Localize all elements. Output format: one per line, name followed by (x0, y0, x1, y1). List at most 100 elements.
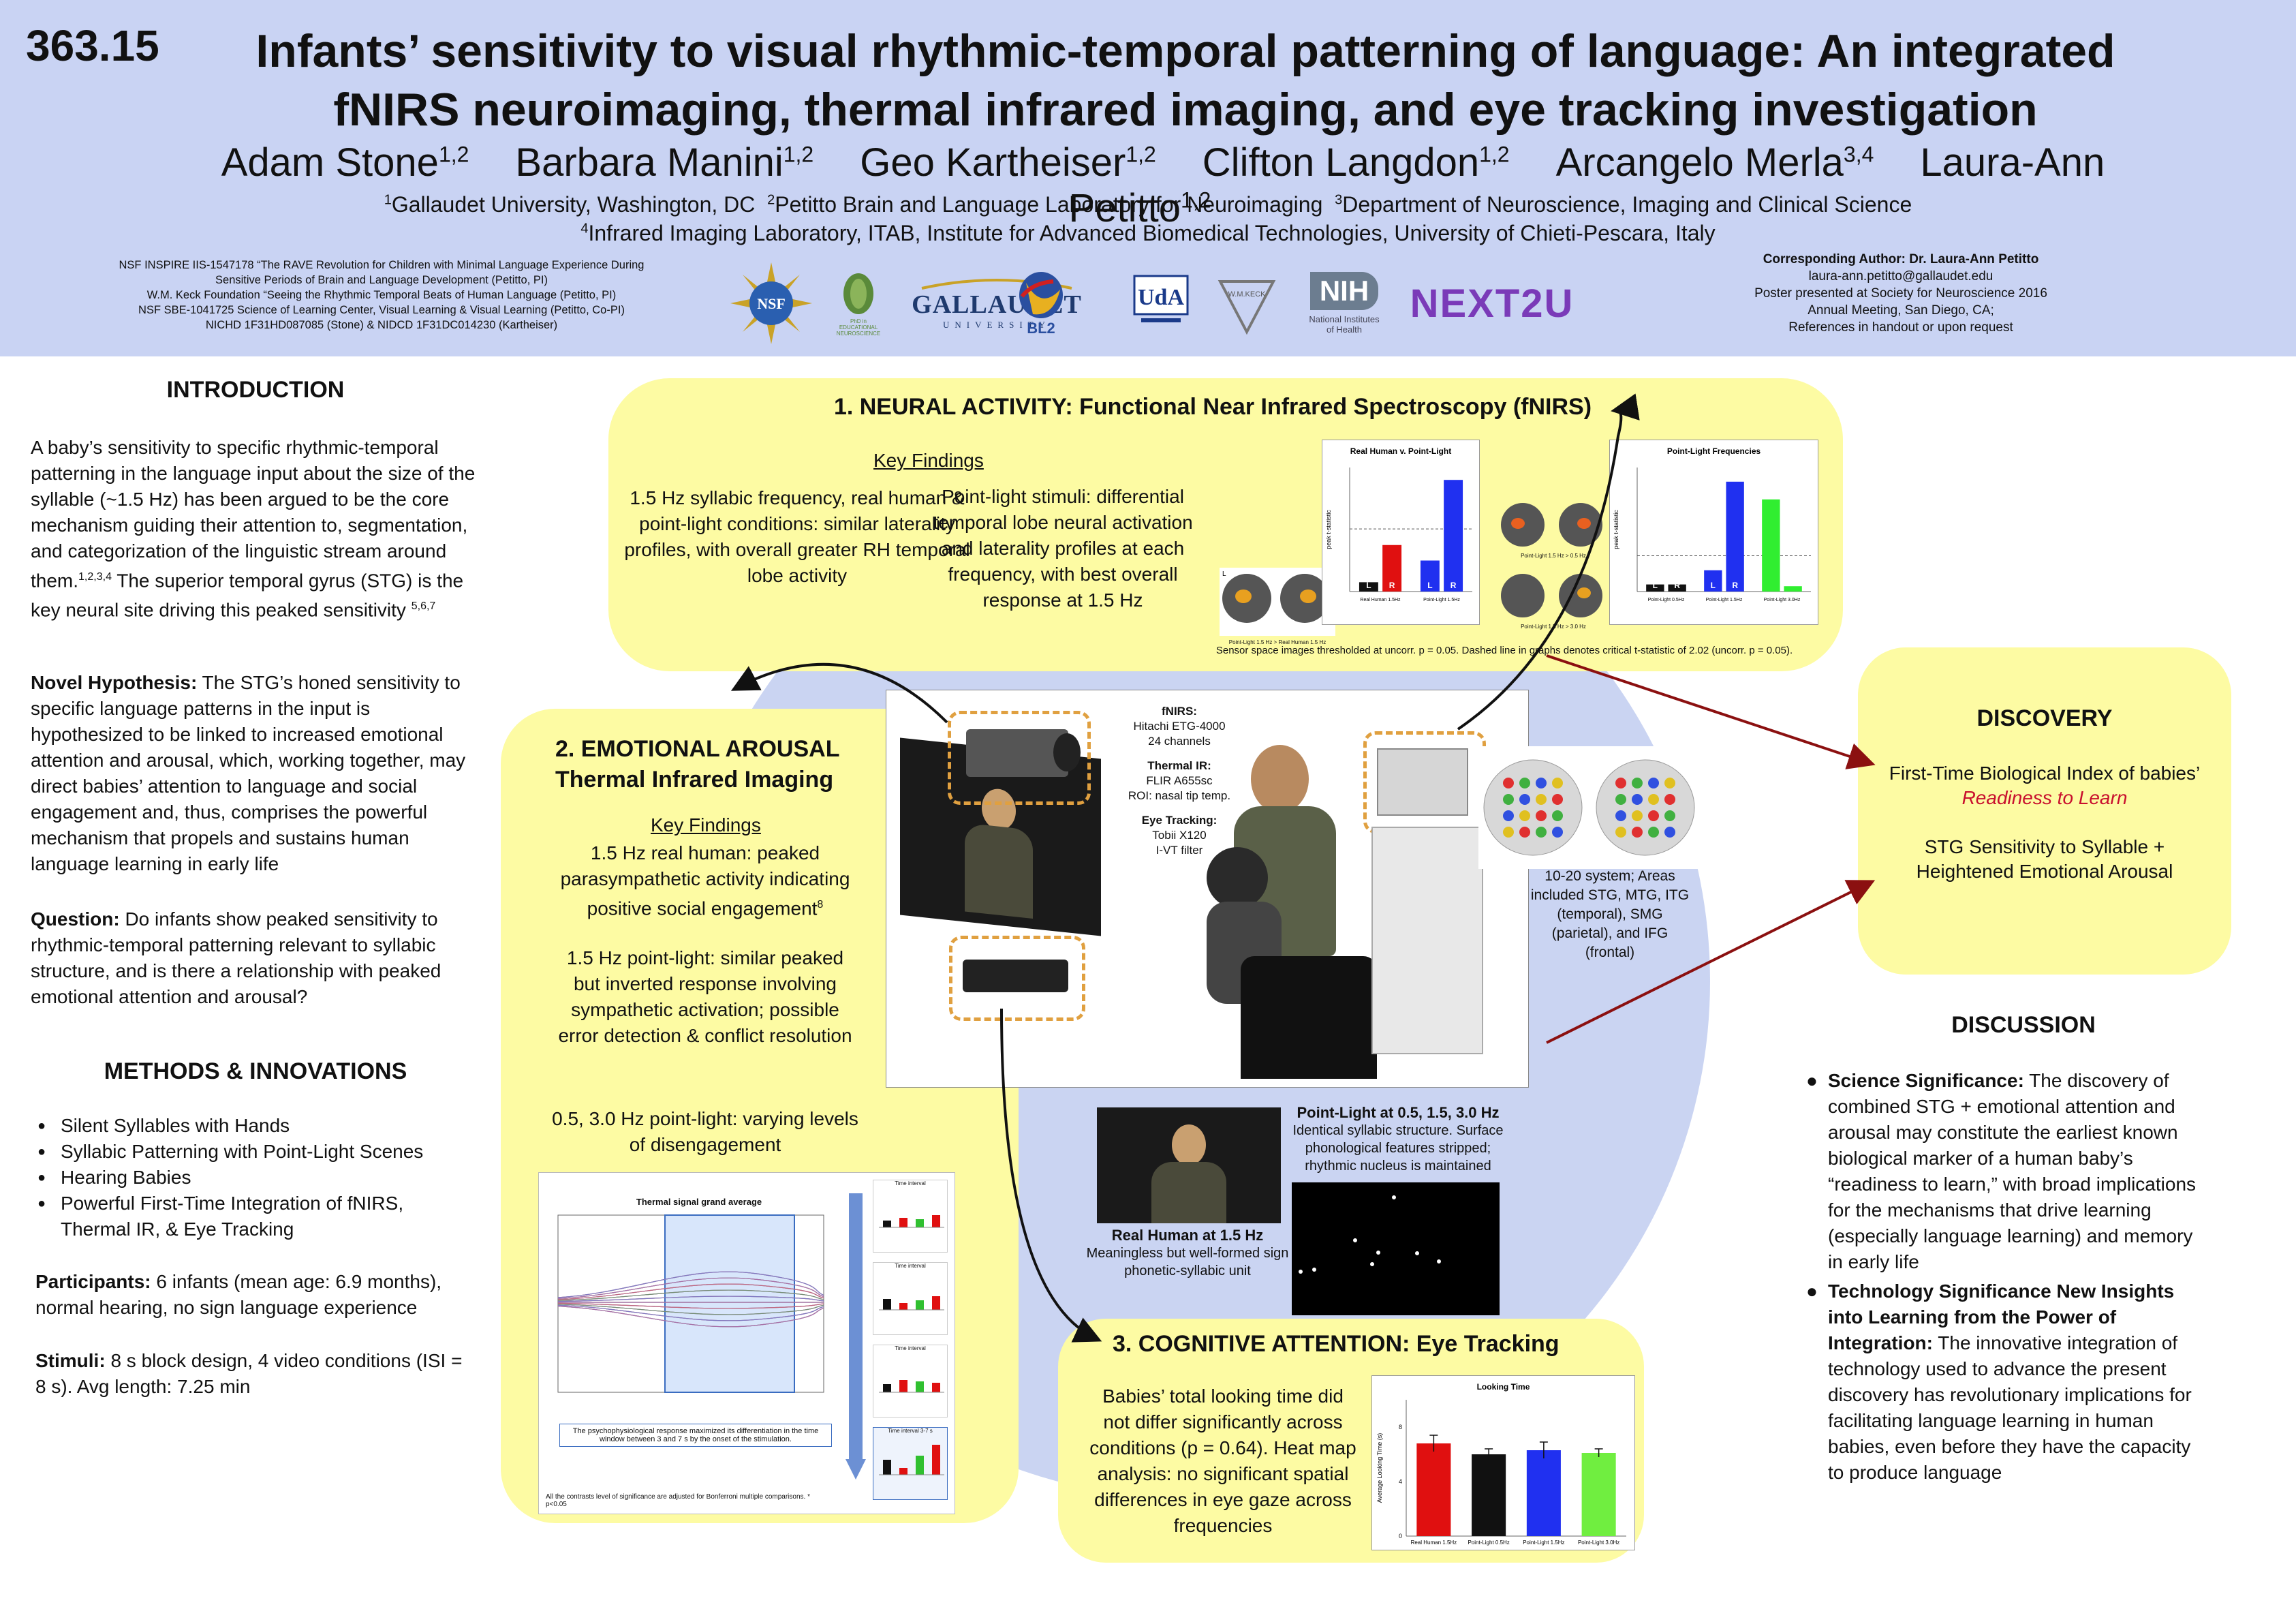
funding-line: NSF SBE-1041725 Science of Learning Cent… (138, 304, 625, 316)
thermal-camera-highlight (948, 711, 1091, 805)
fnirs-device-highlight (1363, 731, 1486, 833)
thermal-trace (557, 1304, 824, 1315)
discussion-bullet-2: ● Technology Significance New Insights i… (1806, 1278, 2209, 1486)
bar (1416, 1443, 1451, 1536)
bar (1420, 560, 1440, 592)
thermal-signal-figure: Thermal signal grand average The psychop… (538, 1172, 955, 1514)
bar-label: L (1366, 581, 1371, 590)
x-tick-label: Point-Light 1.5Hz (1423, 598, 1460, 602)
svg-text:W.M.KECK: W.M.KECK (1228, 290, 1266, 298)
chart-title: Looking Time (1477, 1382, 1530, 1392)
time-interval-inset: Time interval (873, 1262, 948, 1335)
bar-label: L (1711, 581, 1716, 590)
x-tick-label: Point-Light 3.0Hz (1764, 598, 1801, 602)
thermal-trace (557, 1271, 824, 1298)
channel-marker (1552, 827, 1563, 838)
bar (1726, 481, 1744, 592)
inset-bar (883, 1299, 891, 1310)
discussion-heading: DISCUSSION (1951, 1012, 2096, 1038)
brain-icon (1596, 759, 1695, 856)
channel-marker (1503, 778, 1514, 788)
svg-text:BL2: BL2 (1027, 320, 1055, 337)
brain-channel-map (1478, 746, 1703, 869)
channel-marker (1519, 778, 1530, 788)
neural-finding-2: Point-light stimuli: differential tempor… (933, 486, 1193, 611)
channel-marker (1632, 794, 1643, 805)
x-tick-label: Point-Light 0.5Hz (1468, 1539, 1509, 1546)
channel-marker (1536, 794, 1547, 805)
time-interval-inset: Time interval (873, 1345, 948, 1418)
inset-bar (932, 1445, 940, 1475)
x-tick-label: Point-Light 1.5Hz (1523, 1539, 1564, 1546)
channel-marker (1615, 810, 1626, 821)
intro-paragraph-1: A baby’s sensitivity to specific rhythmi… (31, 437, 476, 621)
uda-logo: UdA (1130, 262, 1192, 344)
contact-line: Poster presented at Society for Neurosci… (1754, 286, 2047, 301)
bullet-icon: ● (37, 1118, 46, 1133)
channel-marker (1552, 810, 1563, 821)
bullet-icon: ● (1806, 1070, 1818, 1091)
channel-marker (1664, 810, 1675, 821)
bar (1784, 586, 1802, 592)
bar-label: R (1450, 581, 1457, 590)
bar (1444, 480, 1463, 592)
channel-marker (1519, 810, 1530, 821)
x-tick-label: Point-Light 0.5Hz (1648, 598, 1685, 602)
inset-bar (883, 1460, 891, 1475)
title-line-1: Infants’ sensitivity to visual rhythmic-… (255, 25, 2115, 77)
channel-marker (1552, 778, 1563, 788)
emotional-heading-2: Thermal Infrared Imaging (555, 767, 834, 793)
channel-marker (1519, 794, 1530, 805)
bar-label: L (1427, 581, 1432, 590)
inset-bar (883, 1221, 891, 1227)
inset-bar (916, 1300, 924, 1310)
channel-marker (1615, 778, 1626, 788)
bullet-icon: ● (37, 1144, 46, 1159)
poster-title: Infants’ sensitivity to visual rhythmic-… (170, 22, 2201, 139)
emotional-finding-1: 1.5 Hz real human: peaked parasympatheti… (560, 842, 850, 919)
methods-bullet-list: ●Silent Syllables with Hands●Syllabic Pa… (37, 1113, 474, 1242)
methods-bullet: ●Hearing Babies (37, 1165, 474, 1191)
channel-marker (1648, 827, 1659, 838)
channel-marker (1664, 778, 1675, 788)
bullet-icon: ● (1806, 1281, 1818, 1302)
y-axis-label: Average Looking Time (s) (1376, 1433, 1383, 1503)
contact-title: Corresponding Author: Dr. Laura-Ann Peti… (1763, 252, 2039, 266)
channel-marker (1648, 794, 1659, 805)
inset-bar (932, 1383, 940, 1392)
channel-marker (1615, 794, 1626, 805)
chart-title: Real Human v. Point-Light (1350, 446, 1451, 456)
bar (1359, 582, 1378, 592)
emotional-finding-2: 1.5 Hz point-light: similar peaked but i… (558, 947, 852, 1046)
inset-bar (932, 1215, 940, 1227)
x-tick-label: Real Human 1.5Hz (1360, 598, 1401, 602)
svg-text:NSF: NSF (757, 295, 786, 312)
time-interval-inset: Time interval 3-7 s (873, 1427, 948, 1500)
nih-logo: NIH National Institutes of Health (1304, 262, 1384, 344)
chart-title: Point-Light Frequencies (1667, 446, 1761, 456)
author-name: Geo Kartheiser1,2 (860, 140, 1156, 185)
inset-bar (916, 1456, 924, 1475)
methods-bullet: ●Silent Syllables with Hands (37, 1113, 474, 1139)
y-tick-label: 0 (1399, 1533, 1402, 1539)
point-light-stimulus-image (1292, 1182, 1500, 1315)
bar-label: R (1674, 581, 1680, 590)
bar-label: L (1653, 581, 1658, 590)
thermal-trace (557, 1296, 824, 1302)
author-name: Laura-Ann Petitto1,2 (1068, 140, 2105, 230)
y-tick-label: 8 (1399, 1424, 1402, 1430)
channel-marker (1632, 827, 1643, 838)
channel-marker (1503, 827, 1514, 838)
inset-bar (899, 1380, 907, 1392)
brain-icon (1483, 759, 1583, 856)
channel-marker (1503, 810, 1514, 821)
thermal-trace (557, 1277, 824, 1299)
thermal-trace (557, 1306, 824, 1328)
inset-bar (883, 1384, 891, 1392)
discovery-text: First-Time Biological Index of babies’ R… (1889, 763, 2201, 882)
thermal-trace (557, 1304, 824, 1321)
time-interval-inset: Time interval (873, 1180, 948, 1253)
channel-marker (1632, 810, 1643, 821)
